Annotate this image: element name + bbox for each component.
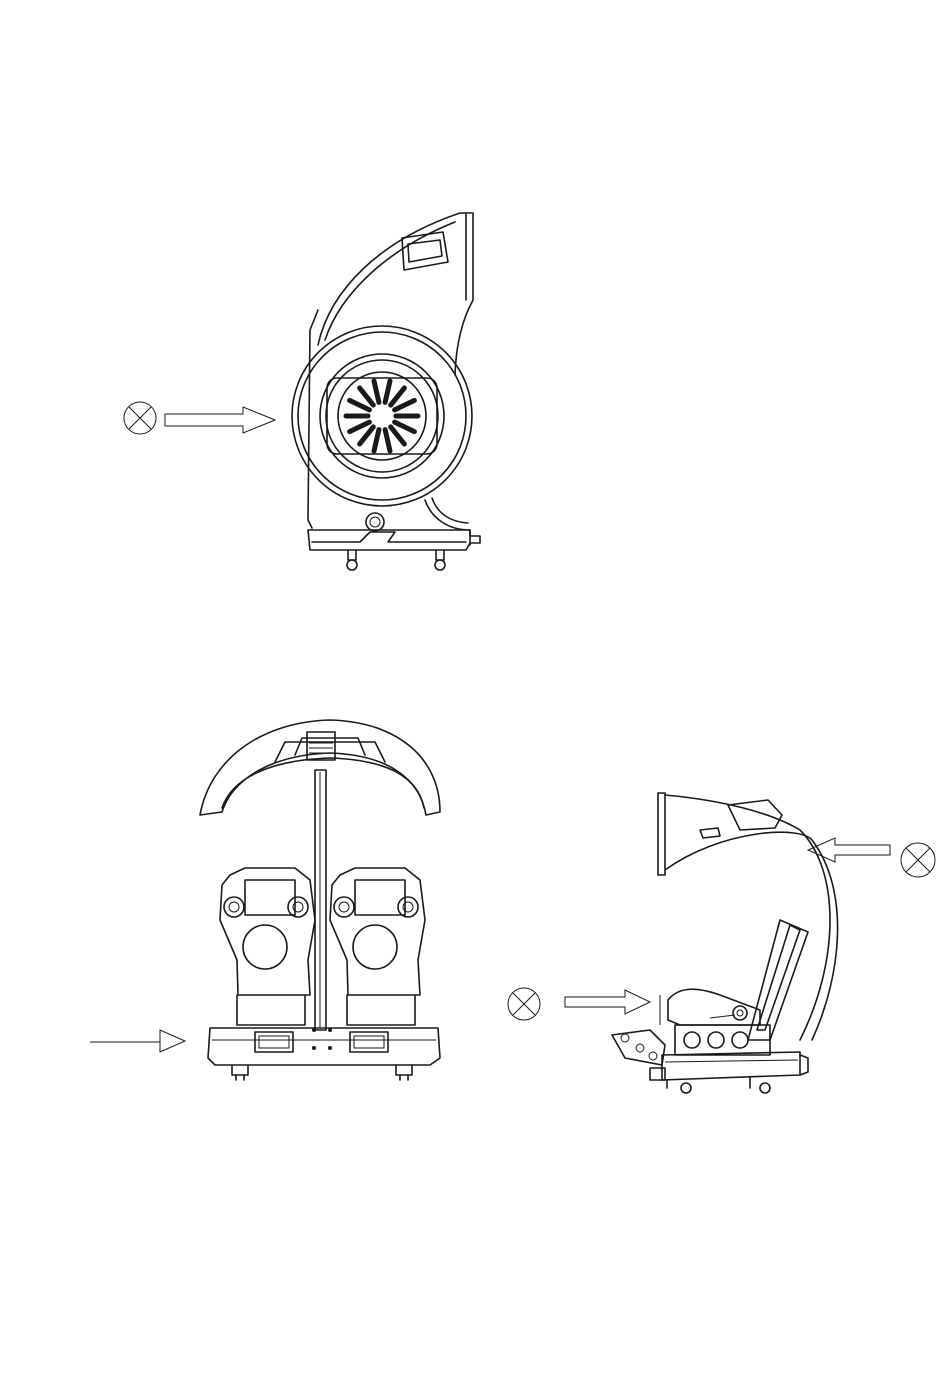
side-hood bbox=[658, 793, 838, 1040]
direction-arrow-icon bbox=[565, 990, 650, 1014]
crossed-circle-icon bbox=[508, 988, 540, 1020]
motion-bracket bbox=[612, 1030, 665, 1065]
wheel-slot bbox=[385, 381, 390, 403]
direction-arrow-icon bbox=[165, 407, 275, 433]
crossed-circle-icon bbox=[901, 843, 935, 877]
hood-shell bbox=[318, 213, 473, 375]
seat-left bbox=[220, 868, 315, 1025]
spoke-group bbox=[346, 381, 418, 451]
front-view bbox=[124, 213, 480, 570]
wheel-slot bbox=[385, 430, 390, 452]
wheel-slot bbox=[391, 388, 405, 405]
wheel-slot bbox=[395, 400, 415, 410]
seat-right bbox=[330, 868, 425, 1025]
wheel-slot bbox=[395, 422, 415, 432]
side-seat bbox=[660, 920, 808, 1040]
support-pole bbox=[315, 770, 326, 1030]
direction-arrow-icon bbox=[808, 838, 890, 862]
side-view bbox=[508, 793, 935, 1093]
wheel-slot bbox=[360, 427, 374, 444]
display-wheel bbox=[292, 326, 472, 506]
wheel-slot bbox=[350, 422, 370, 432]
rear-view bbox=[90, 720, 440, 1080]
rear-base bbox=[208, 1028, 440, 1080]
wheel-slot bbox=[374, 430, 379, 452]
wheel-slot bbox=[350, 400, 370, 410]
wheel-slot bbox=[360, 388, 374, 405]
crossed-circle-icon bbox=[124, 402, 156, 434]
front-base bbox=[308, 513, 480, 570]
side-base bbox=[650, 1025, 808, 1093]
wheel-slot bbox=[374, 381, 379, 403]
direction-arrow-icon bbox=[90, 1030, 185, 1052]
wheel-slot bbox=[391, 427, 405, 444]
